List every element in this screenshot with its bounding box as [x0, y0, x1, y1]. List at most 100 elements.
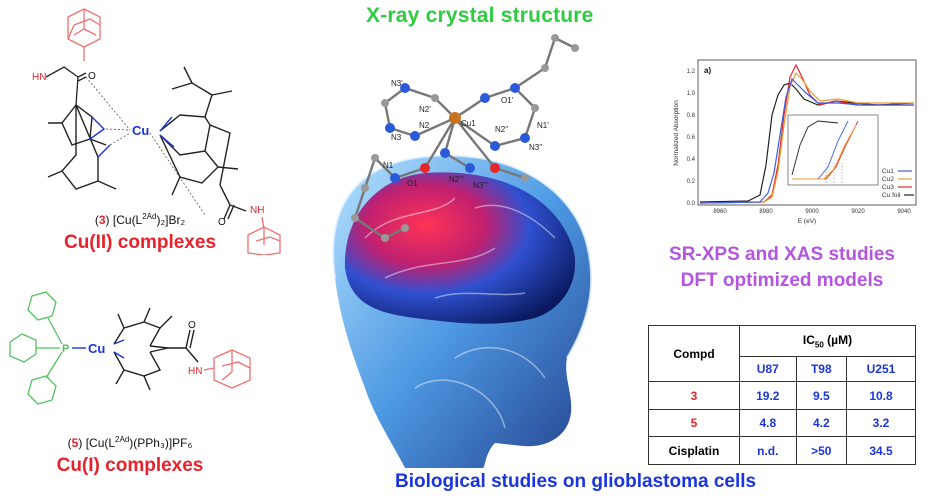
ytick-5: 1.0 [687, 91, 696, 97]
adamantyl-top [67, 8, 101, 48]
xas-inset [787, 114, 879, 186]
cu-label-5: Cu [88, 341, 105, 356]
complex3-formula-pre: [Cu(L [112, 213, 143, 227]
header-ic-sub: 50 [814, 340, 824, 350]
header-u87: U87 [739, 355, 797, 383]
xtick-2: 9000 [805, 209, 819, 215]
complex3-number: 3 [98, 213, 106, 227]
complex5-formula: (5) [Cu(L2Ad)(PPh₃)]PF₆ [67, 435, 193, 450]
cu-label-3: Cu [132, 123, 149, 138]
lbl-n2ppp: N2''' [449, 175, 464, 184]
p-label: P [62, 343, 69, 355]
crystal-o-atoms [420, 163, 500, 173]
row-value: 9.5 [795, 381, 847, 410]
legend-cufoil: Cu foil [882, 192, 901, 199]
row-value: 34.5 [845, 436, 917, 465]
complex5-formula-post: )(PPh₃)]PF₆ [129, 436, 193, 450]
xtick-4: 9040 [897, 209, 911, 215]
complex5-formula-pre: [Cu(L [85, 436, 116, 450]
legend-cu1: Cu1 [882, 168, 894, 175]
header-compd: Compd [648, 324, 740, 383]
row-value: 10.8 [845, 381, 917, 410]
ytick-1: 0.2 [687, 179, 696, 185]
lbl-o1: O1 [407, 179, 418, 188]
legend-cu2: Cu2 [882, 176, 894, 183]
head-illustration: N3' N2' O1' N1' N3 N2 Cu1 N2'' N3'' N1 O… [332, 34, 593, 468]
xas-studies-label: SR-XPS and XAS studies [669, 244, 895, 265]
ytick-3: 0.6 [687, 135, 696, 141]
cu1-complexes-label: Cu(I) complexes [56, 455, 204, 476]
o-label-2: O [218, 217, 226, 228]
lbl-o1p: O1' [501, 96, 514, 105]
xas-xticks: 8960 8980 9000 9020 9040 [713, 209, 911, 215]
header-ic-unit: (µM) [823, 332, 853, 347]
xas-curve-foil [699, 82, 915, 203]
bio-title: Biological studies on glioblastoma cells [395, 471, 757, 492]
row-value: 4.8 [739, 408, 797, 438]
xas-curve-cu1 [699, 77, 914, 204]
ytick-4: 0.8 [687, 113, 696, 119]
header-t98: T98 [795, 355, 847, 383]
o-label-1: O [88, 71, 96, 82]
o-label-5: O [188, 320, 196, 331]
row-value: 4.2 [795, 408, 847, 438]
xas-legend: Cu1 Cu2 Cu3 Cu foil [882, 168, 901, 199]
lbl-n3ppp: N3''' [473, 181, 488, 190]
ytick-6: 1.2 [687, 69, 696, 75]
adamantyl-bottom [247, 226, 281, 255]
xas-yticks: 0.0 0.2 0.4 0.6 0.8 1.0 1.2 [687, 69, 696, 207]
table-row: 5 4.8 4.2 3.2 [648, 408, 917, 438]
crystal-c-atoms [351, 34, 579, 242]
row-compd: 5 [648, 408, 740, 438]
complex5-number: 5 [71, 436, 79, 450]
lbl-n2pp: N2'' [495, 125, 509, 134]
xtick-0: 8960 [713, 209, 727, 215]
lbl-n3p: N3' [391, 79, 403, 88]
complex3-formula-post: )₂]Br₂ [156, 213, 186, 227]
lbl-n3: N3 [391, 133, 402, 142]
lbl-n1: N1 [383, 161, 394, 170]
complex3-formula-sup: 2Ad [142, 212, 157, 221]
complex5-structure: P Cu O HN [9, 291, 251, 405]
cu2-complexes-label: Cu(II) complexes [63, 232, 217, 253]
header-ic50: IC50 (µM) [739, 325, 916, 357]
lbl-n2p: N2' [419, 105, 431, 114]
lbl-n3pp: N3'' [529, 143, 543, 152]
row-compd: 3 [648, 381, 740, 410]
complex3-structure: HN O Cu O NH [32, 8, 281, 255]
lbl-n2: N2 [419, 121, 430, 130]
header-u251: U251 [845, 355, 917, 383]
row-value: 19.2 [739, 381, 797, 410]
xas-panel-label: a) [704, 66, 711, 75]
ytick-2: 0.4 [687, 157, 696, 163]
crystal-cu-atom [449, 112, 461, 124]
xas-ylabel: Normalized Absorption [673, 100, 680, 166]
row-compd: Cisplatin [648, 436, 740, 465]
dft-label: DFT optimized models [680, 270, 884, 291]
lbl-cu1: Cu1 [461, 119, 476, 128]
lbl-n1p: N1' [537, 121, 549, 130]
row-value: n.d. [739, 436, 797, 465]
hn-label-5: HN [188, 366, 202, 377]
legend-cu3: Cu3 [882, 184, 894, 191]
header-ic: IC [802, 332, 815, 347]
nh-label: NH [250, 205, 264, 216]
xray-title: X-ray crystal structure [366, 4, 594, 27]
adamantyl-5 [213, 349, 251, 389]
xtick-3: 9020 [851, 209, 865, 215]
table-row: 3 19.2 9.5 10.8 [648, 381, 917, 410]
ic50-table: Compd IC50 (µM) U87 T98 U251 3 19.2 9.5 … [648, 324, 917, 465]
row-value: 3.2 [845, 408, 917, 438]
complex3-formula: (3) [Cu(L2Ad)₂]Br₂ [94, 212, 186, 227]
crystal-labels: N3' N2' O1' N1' N3 N2 Cu1 N2'' N3'' N1 O… [383, 79, 549, 190]
phenyl-rings [9, 291, 63, 405]
ytick-0: 0.0 [687, 201, 696, 207]
xas-curve-cu2 [699, 71, 914, 204]
row-value: >50 [795, 436, 847, 465]
xtick-1: 8980 [759, 209, 773, 215]
table-row: Cisplatin n.d. >50 34.5 [648, 436, 917, 465]
complex5-formula-sup: 2Ad [115, 435, 130, 444]
xas-chart: a) 0.0 0.2 0.4 0.6 0.8 1.0 1.2 8960 8980… [673, 59, 917, 225]
hn-label-top: HN [32, 72, 46, 83]
crystal-n-atoms [385, 83, 530, 183]
